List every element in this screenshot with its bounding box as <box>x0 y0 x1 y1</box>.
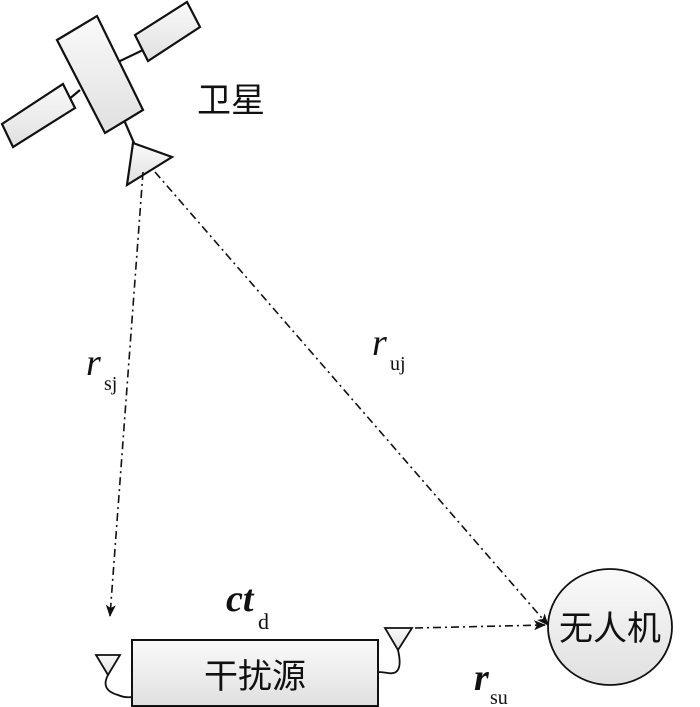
r-su-sub: su <box>490 687 508 707</box>
jammer-antenna-left-icon <box>94 654 133 699</box>
path-r-sj <box>105 171 144 617</box>
r-uj-sub: uj <box>390 353 406 375</box>
uav-ellipse <box>547 568 673 686</box>
path-r-su <box>414 620 546 631</box>
ct-d-main: ct <box>226 578 255 620</box>
path-r-uj <box>154 171 549 626</box>
r-uj-main: r <box>372 322 387 364</box>
satellite-icon <box>0 0 202 188</box>
jammer-box <box>131 639 379 707</box>
r-sj-main: r <box>86 342 101 384</box>
jammer-antenna-right-icon <box>377 627 414 675</box>
r-su-main: r <box>474 657 490 699</box>
ct-d-sub: d <box>258 609 269 634</box>
r-sj-sub: sj <box>104 373 117 395</box>
uav-label: 无人机 <box>559 609 661 649</box>
satellite-label: 卫星 <box>197 81 265 121</box>
jammer-label: 干扰源 <box>204 657 306 697</box>
